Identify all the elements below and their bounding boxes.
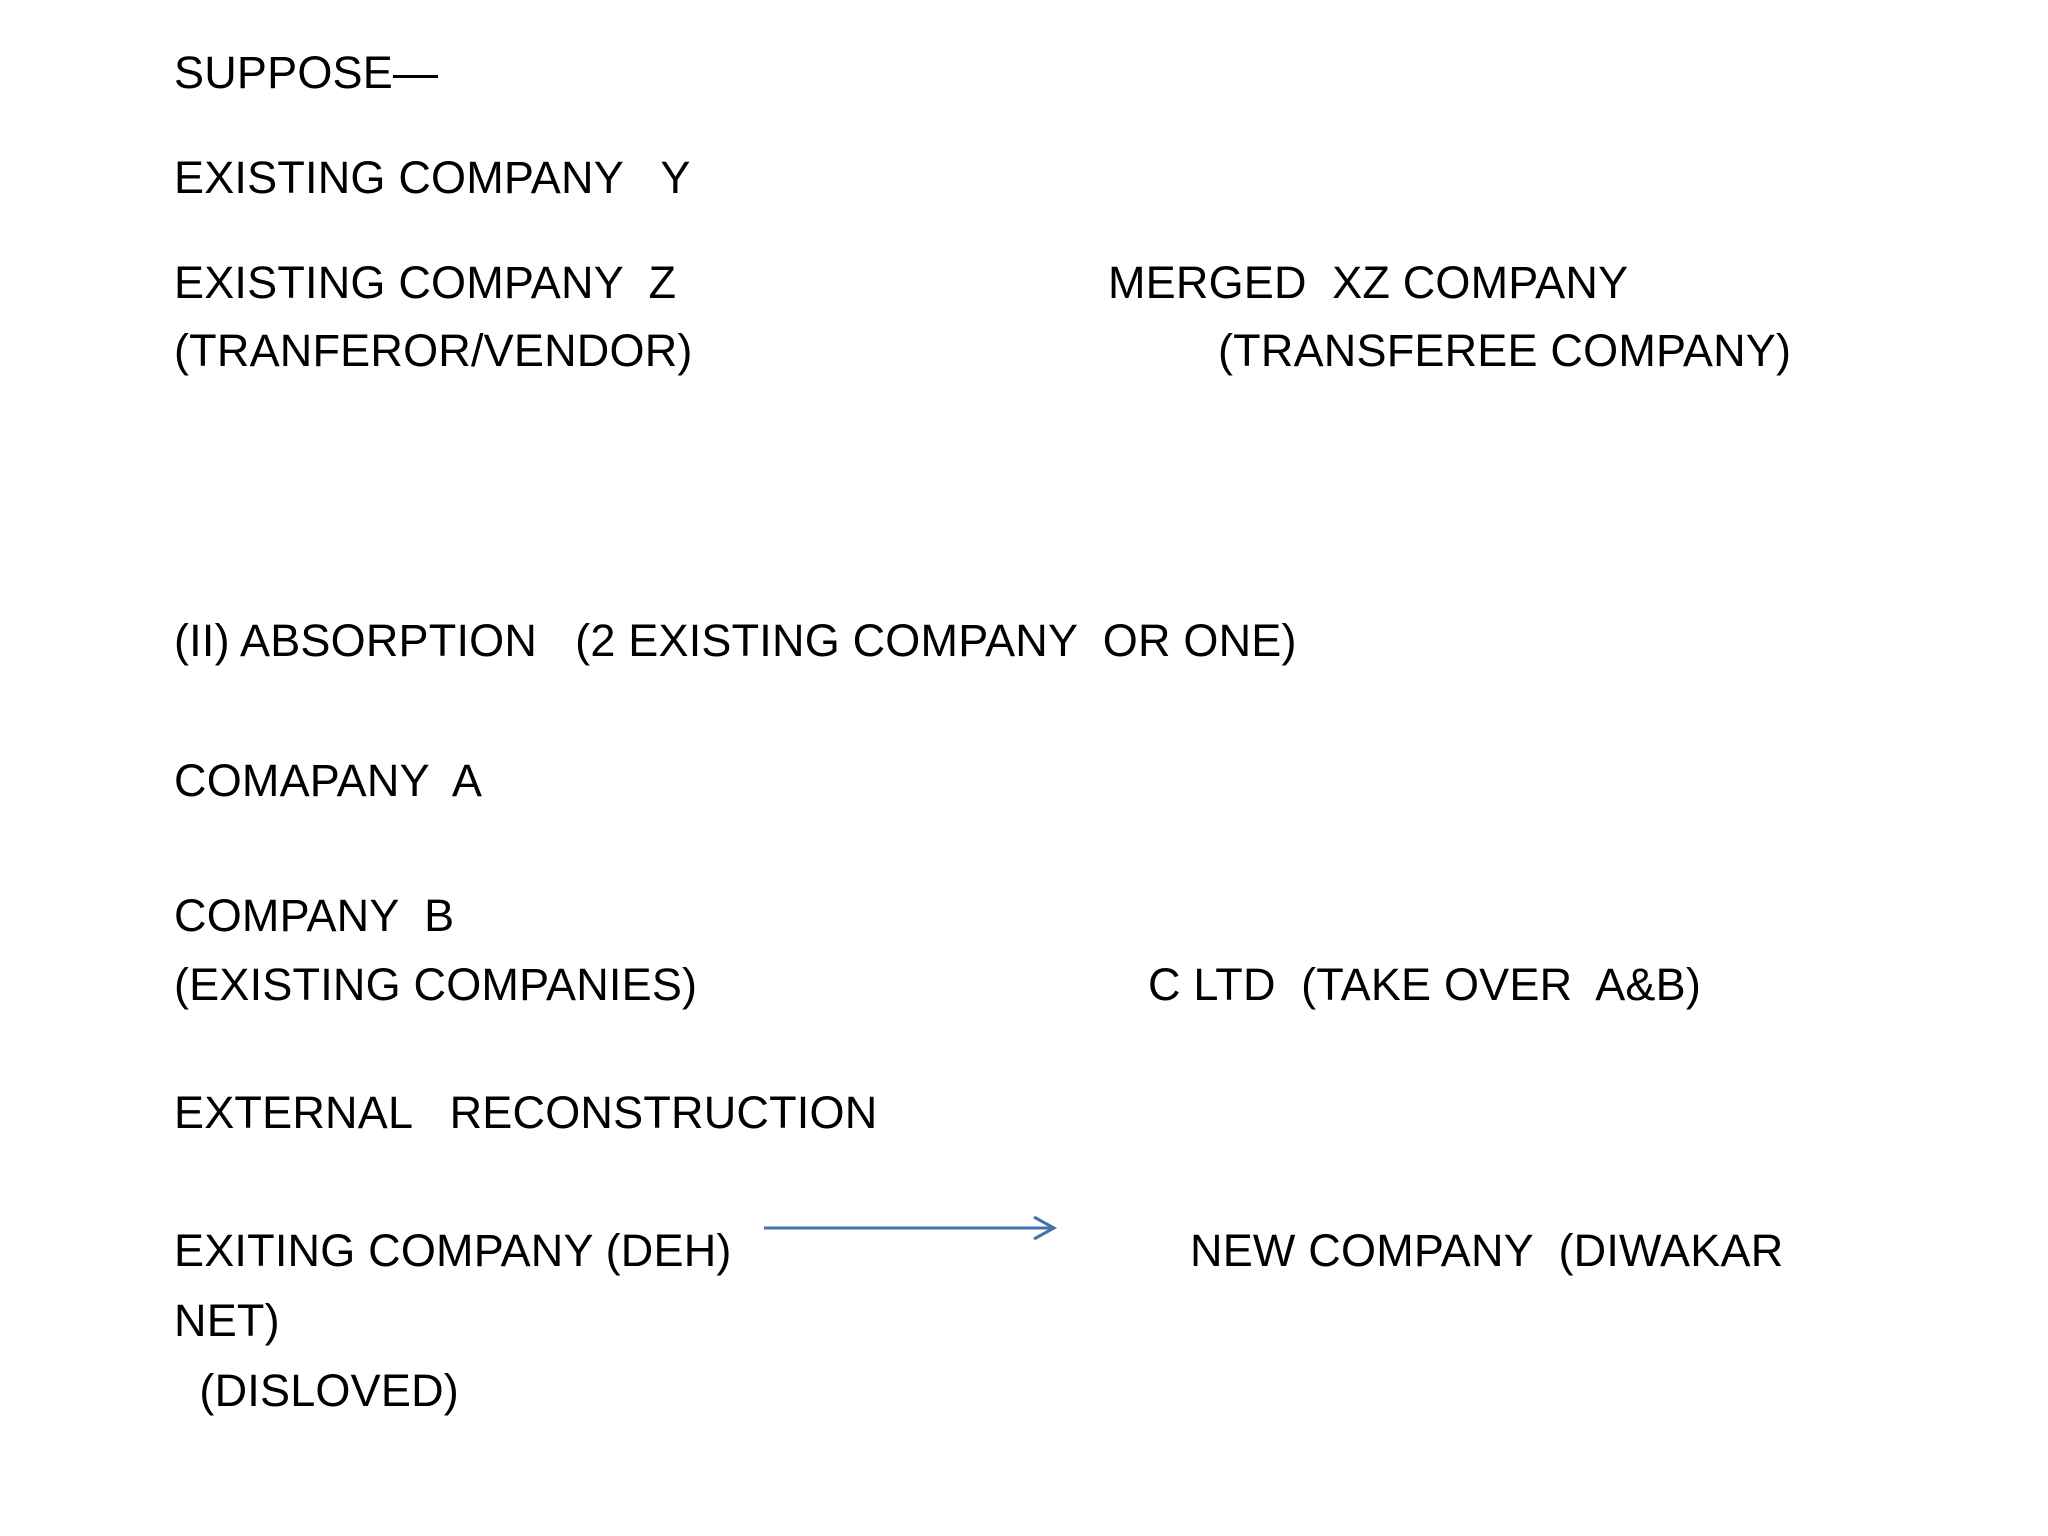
external-reconstruction-heading: EXTERNAL RECONSTRUCTION (174, 1087, 878, 1138)
transferor-vendor-label: (TRANFEROR/VENDOR) (174, 325, 693, 376)
existing-company-z-line: EXISTING COMPANY Z (174, 257, 677, 308)
suppose-heading: SUPPOSE— (174, 47, 439, 98)
merged-xz-company-line: MERGED XZ COMPANY (1108, 257, 1629, 308)
dissolved-label: (DISLOVED) (174, 1365, 459, 1416)
company-a-line: COMAPANY A (174, 755, 483, 806)
exiting-company-deh-line: EXITING COMPANY (DEH) (174, 1225, 732, 1276)
transferee-company-label: (TRANSFEREE COMPANY) (1218, 325, 1792, 376)
c-ltd-takeover-line: C LTD (TAKE OVER A&B) (1148, 959, 1702, 1010)
right-arrow-icon (762, 1216, 1062, 1246)
existing-company-y-line: EXISTING COMPANY Y (174, 152, 691, 203)
new-company-diwakar-line: NEW COMPANY (DIWAKAR (1190, 1225, 1784, 1276)
company-b-line: COMPANY B (174, 890, 455, 941)
exiting-company-net-line: NET) (174, 1295, 280, 1346)
existing-companies-label: (EXISTING COMPANIES) (174, 959, 698, 1010)
absorption-heading: (II) ABSORPTION (2 EXISTING COMPANY OR O… (174, 615, 1297, 666)
